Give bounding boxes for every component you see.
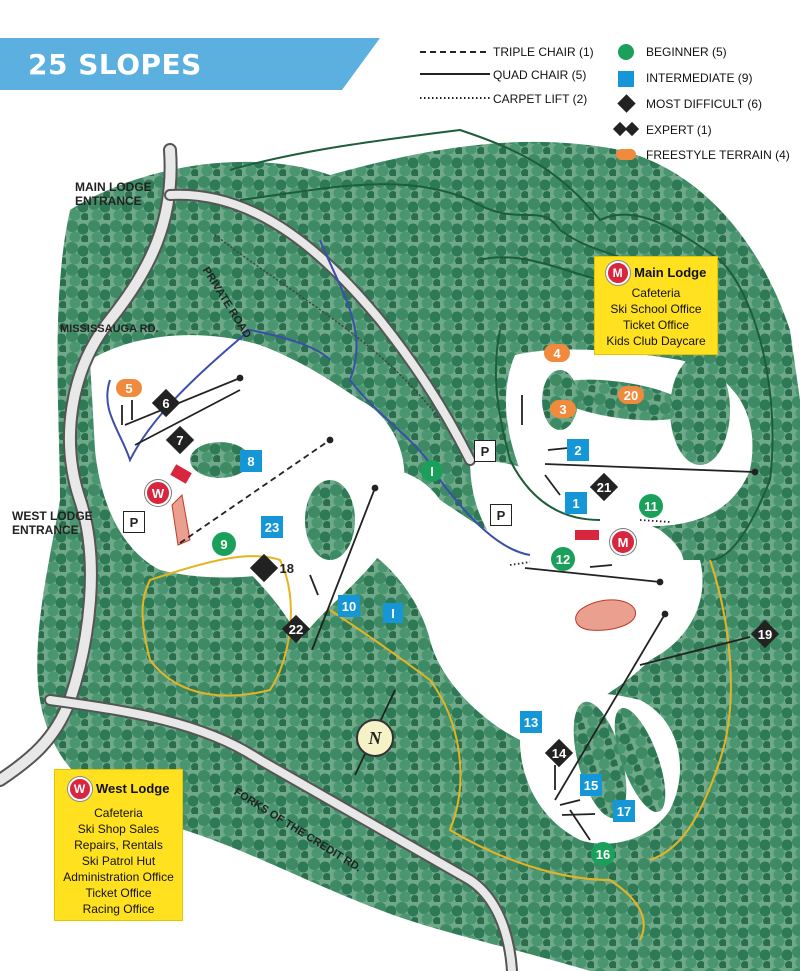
slope-marker-7: 7	[165, 425, 195, 455]
main-lodge-line: Cafeteria	[631, 286, 681, 300]
west-lodge-title: West Lodge	[96, 781, 170, 797]
slope-marker-19: 19	[750, 619, 780, 649]
main-lodge-line: Ski School Office	[610, 302, 702, 316]
parking-icon: P	[474, 440, 496, 462]
main-lodge-info: M Main Lodge Cafeteria Ski School Office…	[595, 257, 717, 354]
slope-marker-17: 17	[613, 800, 635, 822]
title-banner	[0, 38, 380, 90]
slope-marker-12: 12	[551, 547, 575, 571]
slope-marker-18: 18	[249, 553, 294, 583]
roads	[0, 143, 518, 971]
slope-marker-5: 5	[116, 379, 142, 397]
slope-marker-15: 15	[580, 774, 602, 796]
west-lodge-info: W West Lodge Cafeteria Ski Shop Sales Re…	[55, 770, 182, 920]
west-lodge-line: Ski Patrol Hut	[81, 854, 156, 868]
legend-beginner: BEGINNER (5)	[646, 45, 727, 59]
legend-expert: EXPERT (1)	[646, 123, 712, 137]
difficulty-legend-symbols	[612, 44, 640, 160]
slope-marker-13: 13	[520, 711, 542, 733]
info-icon: I	[383, 603, 403, 623]
main-lodge-badge: M	[605, 261, 630, 285]
mississauga-road-label: MISSISSAUGA RD.	[60, 323, 159, 335]
legend-intermediate: INTERMEDIATE (9)	[646, 71, 753, 85]
slope-marker-20: 20	[618, 386, 644, 404]
slope-marker-23: 23	[261, 516, 283, 538]
pond	[171, 493, 191, 546]
legend-freestyle-terrain: FREESTYLE TERRAIN (4)	[646, 148, 790, 162]
legend-most-difficult: MOST DIFFICULT (6)	[646, 97, 763, 111]
west-lodge-entrance-label: WEST LODGE ENTRANCE	[12, 509, 93, 537]
slope-marker-2: 2	[567, 439, 589, 461]
slope-marker-16: 16	[591, 842, 615, 866]
slope-marker-4: 4	[544, 344, 570, 362]
main-lodge-map-badge: M	[610, 529, 636, 555]
west-lodge-line: Ticket Office	[85, 886, 152, 900]
slope-marker-14: 14	[544, 738, 574, 768]
main-lodge-building	[575, 530, 599, 540]
slope-marker-21: 21	[589, 472, 619, 502]
page-title: 25 SLOPES	[28, 48, 202, 81]
west-lodge-line: Administration Office	[63, 870, 174, 884]
slope-marker-9: 9	[212, 532, 236, 556]
slope-marker-10: 10	[338, 595, 360, 617]
legend-carpet-lift: CARPET LIFT (2)	[493, 92, 588, 106]
slope-marker-22: 22	[281, 614, 311, 644]
slope-marker-3: 3	[550, 400, 576, 418]
west-lodge-badge: W	[67, 777, 92, 801]
west-lodge-line: Racing Office	[82, 902, 155, 916]
info-icon: I	[421, 460, 443, 482]
compass-icon: N	[356, 719, 394, 757]
west-lodge-line: Ski Shop Sales	[77, 822, 160, 836]
main-lodge-entrance-label: MAIN LODGE ENTRANCE	[75, 180, 152, 208]
slope-marker-1: 1	[565, 492, 587, 514]
west-lodge-map-badge: W	[145, 480, 171, 506]
lift-legend-lines	[420, 51, 490, 99]
slope-marker-11: 11	[639, 494, 663, 518]
parking-icon: P	[123, 511, 145, 533]
west-lodge-line: Cafeteria	[94, 806, 143, 820]
main-lodge-line: Kids Club Daycare	[606, 334, 706, 348]
main-lodge-line: Ticket Office	[622, 318, 690, 332]
west-lodge-line: Repairs, Rentals	[74, 838, 163, 852]
west-lodge-building	[170, 464, 192, 484]
legend-triple-chair: TRIPLE CHAIR (1)	[493, 45, 594, 59]
main-lodge-title: Main Lodge	[634, 265, 707, 281]
legend-quad-chair: QUAD CHAIR (5)	[493, 68, 587, 82]
parking-icon: P	[490, 504, 512, 526]
pond	[575, 599, 636, 631]
slope-marker-6: 6	[151, 388, 181, 418]
slope-marker-8: 8	[240, 450, 262, 472]
lifts	[124, 374, 759, 801]
